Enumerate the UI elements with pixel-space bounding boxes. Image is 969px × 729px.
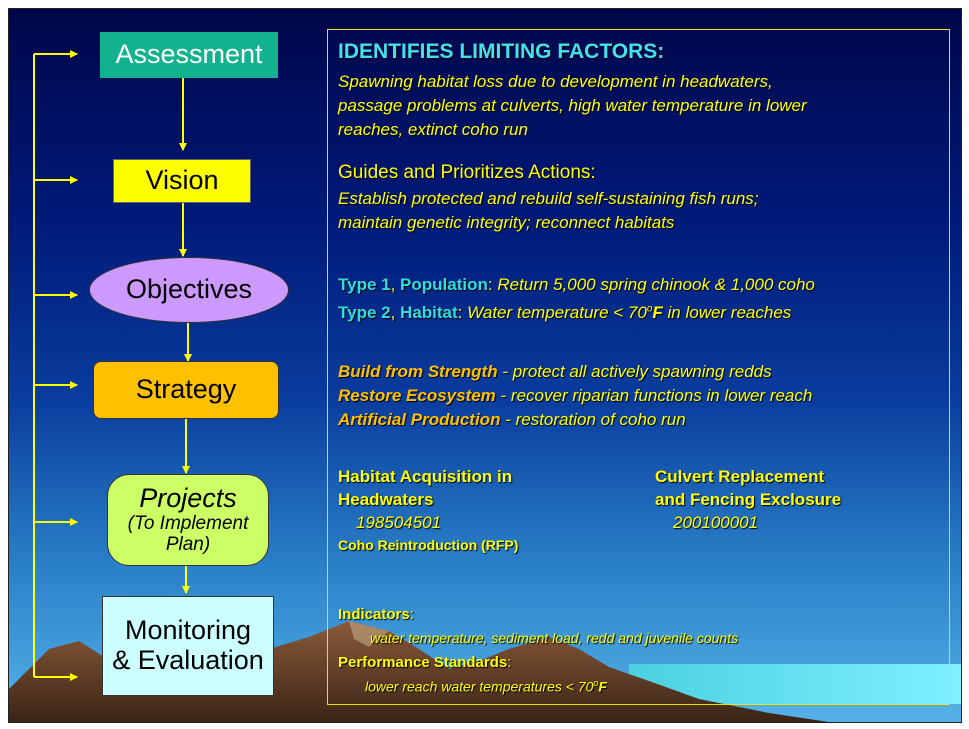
flow-connectors (33, 50, 192, 681)
performance-title: Performance Standards: (338, 654, 511, 671)
type2-rest: in lower reaches (662, 303, 792, 322)
performance-colon: : (507, 654, 512, 671)
projects-box: Projects (To Implement Plan) (107, 474, 269, 566)
projects-sub-2: Plan) (165, 533, 211, 555)
type2-colon: : (457, 303, 463, 322)
monitoring-label: Monitoring (124, 615, 252, 646)
performance-unit: F (598, 678, 607, 695)
strategy-item-2-text: - recover riparian functions in lower re… (495, 386, 813, 405)
objective-type-1: Type 1, Population: Return 5,000 spring … (338, 275, 815, 295)
guides-line-2: maintain genetic integrity; reconnect ha… (338, 213, 675, 232)
project-1-line-2: Headwaters (338, 490, 434, 509)
project-1-number: 198504501 (356, 513, 442, 532)
slide: Assessment Vision Objectives Strategy Pr… (8, 8, 962, 723)
type1-kind: Population (400, 275, 488, 294)
indicators-text: water temperature, sediment load, redd a… (370, 630, 739, 646)
limiting-factors-title: IDENTIFIES LIMITING FACTORS: (338, 40, 665, 63)
type1-text: Return 5,000 spring chinook & 1,000 coho (492, 275, 815, 294)
details-panel: IDENTIFIES LIMITING FACTORS: Spawning ha… (327, 29, 950, 705)
strategy-item-3-title: Artificial Production (338, 410, 501, 429)
project-2-number: 200100001 (673, 513, 759, 532)
limiting-factors-line-2: passage problems at culverts, high water… (338, 96, 807, 115)
evaluation-label: & Evaluation (112, 645, 264, 675)
strategy-item-1-text: - protect all actively spawning redds (497, 362, 772, 381)
performance-degree: o (593, 678, 599, 688)
indicators-title: Indicators: (338, 606, 414, 623)
performance-label: Performance Standards (338, 654, 508, 671)
performance-value: lower reach water temperatures < 70 (365, 678, 594, 695)
vision-box: Vision (113, 159, 251, 203)
vision-label: Vision (145, 165, 219, 196)
strategy-label: Strategy (135, 374, 237, 405)
monitoring-box: Monitoring & Evaluation (102, 596, 274, 696)
project-2-line-2: and Fencing Exclosure (655, 490, 842, 509)
project-1-line-1: Habitat Acquisition in (338, 467, 513, 486)
strategy-item-1-title: Build from Strength (338, 362, 498, 381)
limiting-factors-line-1: Spawning habitat loss due to development… (338, 72, 773, 91)
type2-label: Type 2 (338, 303, 391, 322)
assessment-label: Assessment (115, 39, 263, 70)
objectives-label: Objectives (125, 274, 253, 305)
project-2-line-1: Culvert Replacement (655, 467, 825, 486)
type1-colon: : (487, 275, 493, 294)
type2-separator: , (390, 303, 401, 322)
project-3: Coho Reintroduction (RFP) (338, 537, 519, 553)
type1-label: Type 1 (338, 275, 391, 294)
type1-separator: , (390, 275, 401, 294)
type2-kind: Habitat (400, 303, 458, 322)
strategy-item-2: Restore Ecosystem - recover riparian fun… (338, 386, 812, 406)
objectives-ellipse: Objectives (89, 257, 289, 323)
guides-title: Guides and Prioritizes Actions: (338, 162, 596, 183)
type2-unit: F (652, 303, 663, 322)
limiting-factors-line-3: reaches, extinct coho run (338, 120, 528, 139)
projects-sub-1: (To Implement (127, 512, 249, 534)
indicators-colon: : (409, 606, 414, 623)
strategy-item-3: Artificial Production - restoration of c… (338, 410, 686, 430)
guides-line-1: Establish protected and rebuild self-sus… (338, 189, 759, 208)
objective-type-2: Type 2, Habitat: Water temperature < 70o… (338, 303, 791, 323)
assessment-box: Assessment (100, 32, 278, 78)
indicators-label: Indicators (338, 606, 410, 623)
type2-text: Water temperature < 70 (462, 303, 647, 322)
strategy-item-3-text: - restoration of coho run (500, 410, 686, 429)
strategy-item-1: Build from Strength - protect all active… (338, 362, 772, 382)
strategy-box: Strategy (93, 361, 279, 419)
performance-text: lower reach water temperatures < 70oF (365, 678, 607, 695)
projects-label: Projects (139, 483, 237, 514)
type2-degree: o (646, 303, 653, 315)
strategy-item-2-title: Restore Ecosystem (338, 386, 496, 405)
